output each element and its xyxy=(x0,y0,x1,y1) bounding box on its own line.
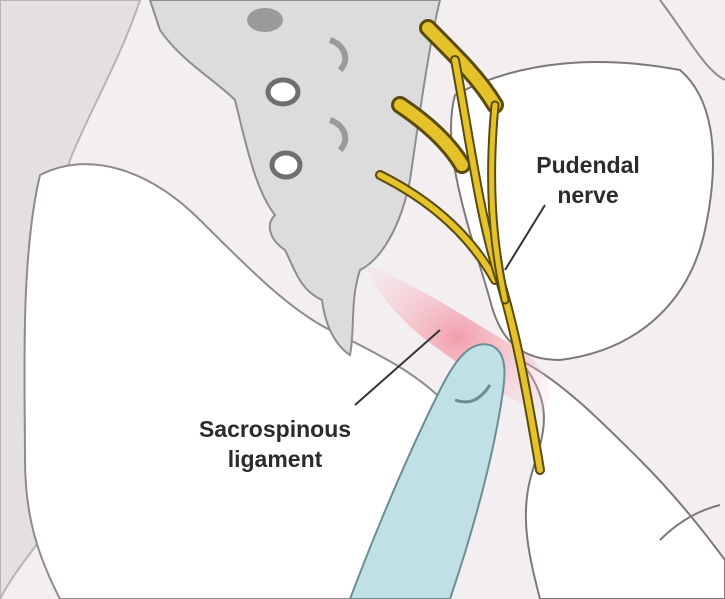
sacral-foramen xyxy=(247,8,283,32)
pudendal-nerve-label: Pudendal nerve xyxy=(528,150,648,210)
pudendal-label-line1: Pudendal xyxy=(528,150,648,180)
sacrospinous-ligament-label: Sacrospinous ligament xyxy=(180,414,370,474)
sacrospinous-label-line2: ligament xyxy=(180,444,370,474)
sacrospinous-label-line1: Sacrospinous xyxy=(180,414,370,444)
sacral-foramen xyxy=(268,80,298,104)
pudendal-label-line2: nerve xyxy=(528,180,648,210)
sacral-foramen xyxy=(272,153,300,177)
